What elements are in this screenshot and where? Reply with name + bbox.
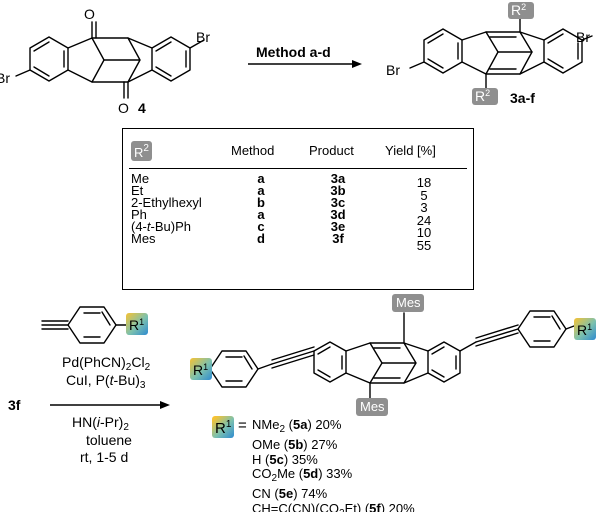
cell-product: 3e	[330, 219, 346, 234]
r1-badge-product-left	[190, 358, 212, 380]
condition-base: HN(i-Pr)2	[72, 414, 129, 433]
r2-badge-top	[508, 2, 534, 19]
r1-legend-badge: R1	[212, 416, 235, 438]
product-right-aryl	[459, 310, 575, 352]
cell-yield: 5	[420, 187, 428, 203]
compound-4-label: 4	[138, 100, 146, 116]
product-3a-f-label: 3a-f	[510, 90, 535, 106]
cell-product: 3f	[332, 231, 344, 246]
mes-badge-bottom-text: Mes	[360, 399, 385, 414]
header-yield: Yield [%]	[385, 143, 436, 158]
product-core-bonds	[313, 312, 461, 399]
cell-yield: 55	[416, 237, 432, 253]
r1-badge-product-left-text: R1	[193, 362, 208, 378]
cell-r2: (4-t-Bu)Ph	[131, 219, 191, 234]
condition-time: rt, 1-5 d	[80, 449, 129, 465]
yield-table: R2 Method Product Yield [%] Me Et 2-Ethy…	[122, 128, 474, 290]
cell-product: 3d	[330, 207, 346, 222]
cell-method: d	[257, 231, 265, 246]
list-item: CH=C(CN)(CO2Et) (5f) 20%	[252, 500, 415, 512]
cell-r2: Me	[131, 171, 150, 186]
cell-product: 3a	[330, 171, 346, 186]
r2-badge-top-text: R2	[511, 2, 526, 18]
cell-yield: 3	[420, 200, 428, 216]
header-product: Product	[309, 143, 354, 158]
r1-badge-product-right-text: R1	[577, 322, 592, 338]
reaction-arrow-top	[248, 60, 362, 68]
cell-r2: 2-Ethylhexyl	[131, 195, 202, 210]
cell-method: a	[257, 183, 265, 198]
cell-yield: 10	[416, 225, 432, 241]
cell-method: a	[257, 171, 265, 186]
atom-o-bottom: O	[118, 100, 129, 116]
cell-product: 3c	[330, 195, 346, 210]
atom-br-left-3: Br	[386, 62, 400, 78]
cell-method: a	[257, 207, 265, 222]
header-r2: R2	[131, 141, 152, 161]
cell-yield: 18	[416, 175, 432, 190]
product-left-aryl	[209, 346, 315, 388]
condition-solvent: toluene	[86, 432, 132, 448]
compound-3-bonds	[409, 17, 593, 89]
column-method: a a b a c d	[251, 171, 271, 246]
r1-substituent-list: NMe2 (5a) 20% OMe (5b) 27% H (5c) 35% CO…	[252, 417, 415, 512]
atom-br-left-4: Br	[0, 70, 10, 86]
r2-badge-bottom-text: R2	[475, 88, 490, 104]
column-yield: 18 5 3 24 10 55	[411, 175, 437, 253]
start-compound-3f: 3f	[8, 397, 21, 413]
list-item: CO2Me (5d) 33%	[252, 466, 353, 485]
list-item: CN (5e) 74%	[252, 486, 328, 502]
column-r2: Me Et 2-Ethylhexyl Ph (4-t-Bu)Ph Mes	[131, 171, 202, 246]
reaction-arrow-bottom	[50, 401, 170, 409]
cell-method: b	[257, 195, 265, 210]
compound-4-bonds	[15, 21, 205, 99]
list-item: OMe (5b) 27%	[252, 436, 338, 452]
header-method: Method	[231, 143, 275, 158]
mes-badge-top-text: Mes	[396, 295, 421, 310]
cell-product: 3b	[330, 183, 346, 198]
r1-badge-reagent	[126, 313, 148, 335]
condition-catalyst-pd: Pd(PhCN)2Cl2	[62, 354, 151, 373]
condition-catalyst-cu: CuI, P(t-Bu)3	[66, 372, 146, 391]
r1-badge-reagent-text: R1	[129, 317, 144, 333]
cell-r2: Et	[131, 183, 144, 198]
mes-badge-top	[392, 294, 424, 312]
column-product: 3a 3b 3c 3d 3e 3f	[323, 171, 353, 246]
r1-badge-product-right	[574, 318, 596, 340]
atom-br-right-4: Br	[196, 29, 210, 45]
atom-br-right-3: Br	[576, 29, 590, 45]
list-item: NMe2 (5a) 20%	[252, 417, 342, 435]
alkyne-reagent-bonds	[41, 306, 129, 344]
r1-equals: =	[238, 417, 247, 434]
r2-badge-bottom	[472, 88, 498, 105]
mes-badge-bottom	[356, 398, 388, 416]
cell-r2: Mes	[131, 231, 156, 246]
method-label: Method a-d	[256, 44, 331, 60]
header-divider	[129, 168, 467, 169]
atom-o-top: O	[84, 6, 95, 22]
cell-yield: 24	[416, 212, 432, 228]
cell-r2: Ph	[131, 207, 147, 222]
list-item: H (5c) 35%	[252, 451, 318, 467]
cell-method: c	[257, 219, 265, 234]
